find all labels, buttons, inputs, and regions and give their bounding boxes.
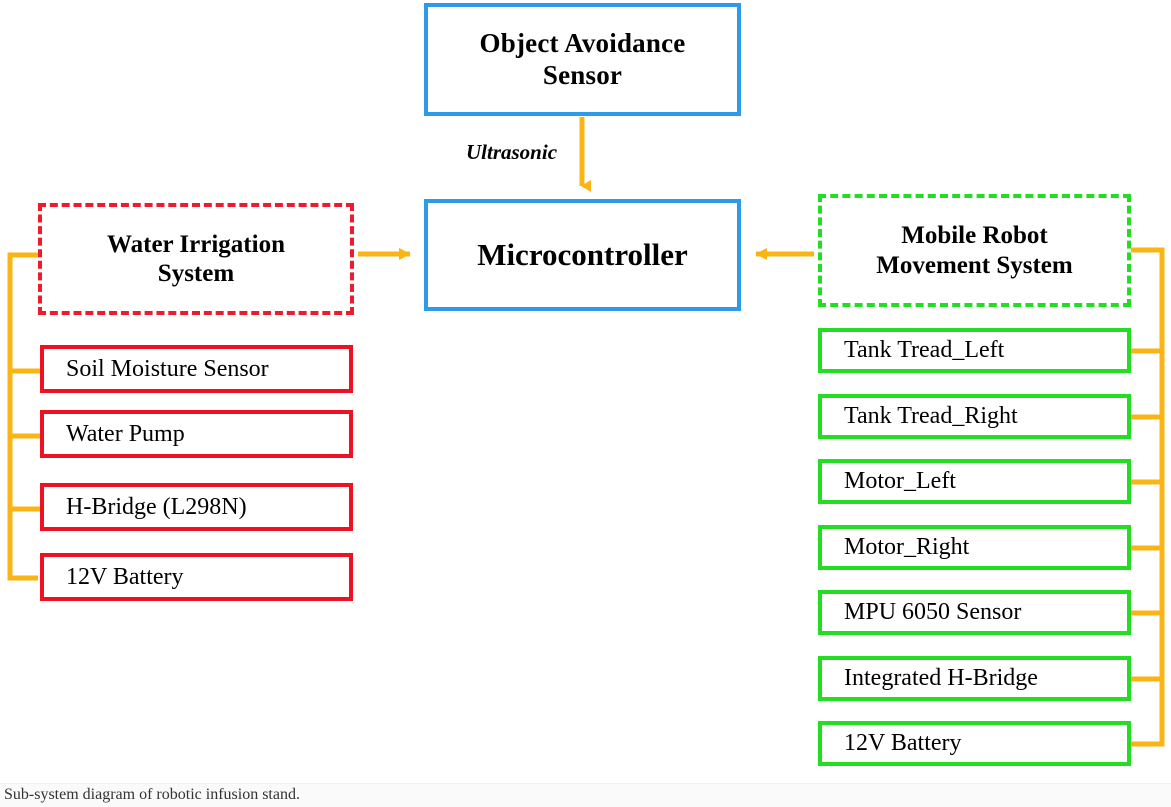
node-12v-battery-left-label: 12V Battery xyxy=(66,563,184,590)
node-h-bridge-l298n[interactable]: H-Bridge (L298N) xyxy=(40,483,353,531)
node-tank-tread-right-label: Tank Tread_Right xyxy=(844,403,1018,430)
figure-caption: Sub-system diagram of robotic infusion s… xyxy=(4,786,300,803)
node-object-avoidance-sensor-line1: Object Avoidance xyxy=(479,27,686,58)
node-soil-moisture-sensor-label: Soil Moisture Sensor xyxy=(66,355,269,382)
node-tank-tread-right[interactable]: Tank Tread_Right xyxy=(818,394,1131,439)
node-water-irrigation-system-line2: System xyxy=(157,260,235,287)
node-12v-battery-right-label: 12V Battery xyxy=(844,730,962,757)
node-mobile-robot-movement-system-line2: Movement System xyxy=(876,251,1073,279)
node-object-avoidance-sensor-line2: Sensor xyxy=(542,59,623,90)
right-connector-bus xyxy=(1131,247,1165,747)
node-mobile-robot-movement-system-line1: Mobile Robot xyxy=(901,222,1048,249)
node-motor-left[interactable]: Motor_Left xyxy=(818,459,1131,504)
caption-bar xyxy=(0,783,1171,807)
node-water-pump[interactable]: Water Pump xyxy=(40,410,353,458)
node-object-avoidance-sensor[interactable]: Object Avoidance Sensor xyxy=(424,3,741,116)
node-mpu-6050-sensor-label: MPU 6050 Sensor xyxy=(844,599,1022,626)
node-12v-battery-right[interactable]: 12V Battery xyxy=(818,721,1131,766)
node-microcontroller-label: Microcontroller xyxy=(477,236,688,272)
node-motor-right[interactable]: Motor_Right xyxy=(818,525,1131,570)
node-microcontroller[interactable]: Microcontroller xyxy=(424,199,741,311)
node-water-irrigation-system[interactable]: Water Irrigation System xyxy=(38,203,354,315)
node-mobile-robot-movement-system[interactable]: Mobile Robot Movement System xyxy=(818,194,1131,307)
left-connector-bus xyxy=(7,252,40,581)
node-integrated-h-bridge[interactable]: Integrated H-Bridge xyxy=(818,656,1131,701)
node-soil-moisture-sensor[interactable]: Soil Moisture Sensor xyxy=(40,345,353,393)
node-12v-battery-left[interactable]: 12V Battery xyxy=(40,553,353,601)
node-tank-tread-left-label: Tank Tread_Left xyxy=(844,337,1005,364)
node-motor-left-label: Motor_Left xyxy=(844,468,956,495)
edge-label-ultrasonic: Ultrasonic xyxy=(466,140,558,164)
node-mpu-6050-sensor[interactable]: MPU 6050 Sensor xyxy=(818,590,1131,635)
node-h-bridge-l298n-label: H-Bridge (L298N) xyxy=(66,493,247,520)
node-tank-tread-left[interactable]: Tank Tread_Left xyxy=(818,328,1131,373)
node-water-pump-label: Water Pump xyxy=(66,420,185,447)
node-water-irrigation-system-line1: Water Irrigation xyxy=(107,230,285,258)
node-motor-right-label: Motor_Right xyxy=(844,534,970,561)
node-integrated-h-bridge-label: Integrated H-Bridge xyxy=(844,665,1038,692)
